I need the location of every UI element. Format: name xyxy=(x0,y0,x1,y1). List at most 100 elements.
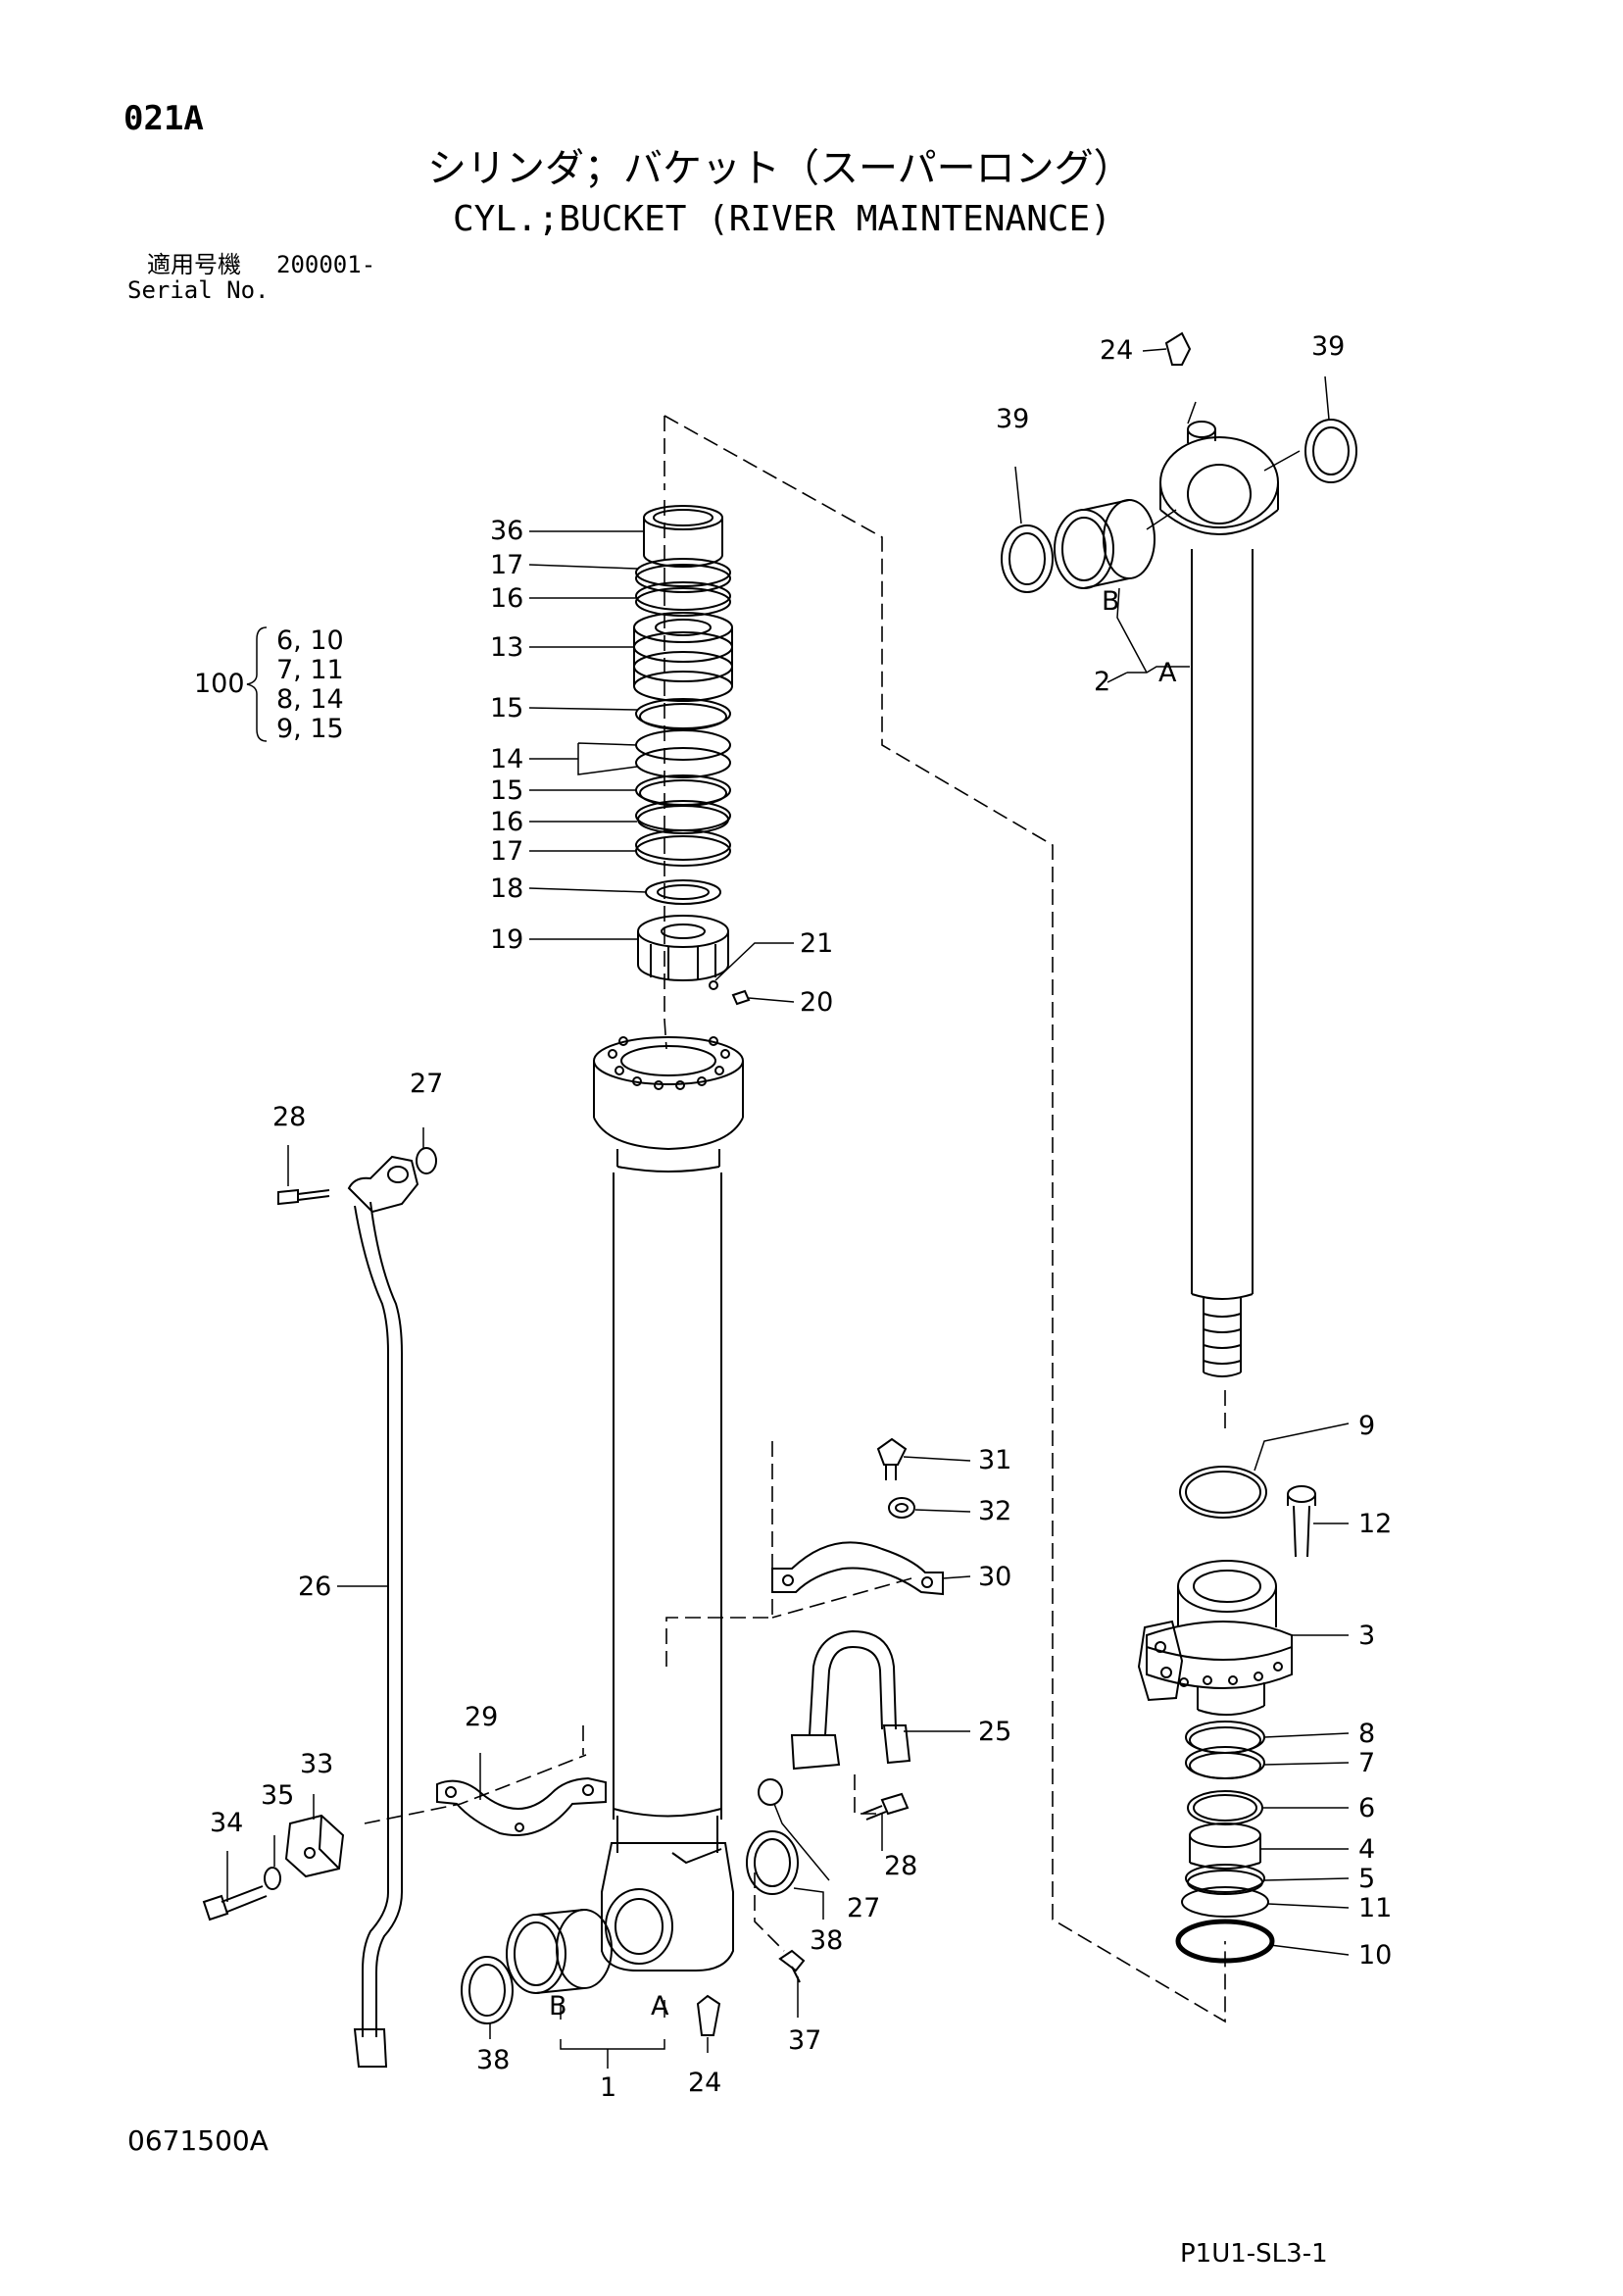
callout-31: 31 xyxy=(978,1445,1011,1475)
part-12-bolt xyxy=(1287,1485,1316,1558)
callout-21: 21 xyxy=(800,928,833,959)
callout-27: 27 xyxy=(410,1069,443,1099)
sub-label-B: B xyxy=(1102,586,1120,617)
callout-labels: 36 17 16 13 15 14 15 16 17 18 19 21 20 2… xyxy=(194,331,1392,2103)
part-13-piston-packing xyxy=(633,612,733,702)
callout-39: 39 xyxy=(996,404,1029,434)
callout-29: 29 xyxy=(465,1702,498,1732)
callout-33: 33 xyxy=(300,1749,333,1779)
part-33-bracket xyxy=(284,1814,345,1878)
callout-8: 8 xyxy=(1358,1719,1375,1749)
part-31-bolt xyxy=(876,1437,908,1480)
kit-item: 7, 11 xyxy=(276,655,344,685)
leader-lines xyxy=(226,348,1350,2069)
callout-6: 6 xyxy=(1358,1793,1375,1823)
assembly-dash-outline xyxy=(364,415,1226,2023)
part-16-ring xyxy=(635,581,731,617)
part-19-nut xyxy=(637,915,729,981)
callout-39: 39 xyxy=(1311,331,1345,362)
callout-28: 28 xyxy=(884,1851,917,1881)
callout-16: 16 xyxy=(490,583,523,614)
callout-4: 4 xyxy=(1358,1834,1375,1865)
part-6-ring xyxy=(1187,1790,1263,1825)
callout-7: 7 xyxy=(1358,1748,1375,1778)
callout-35: 35 xyxy=(261,1780,294,1811)
callout-17: 17 xyxy=(490,550,523,580)
part-20-set-screw xyxy=(731,989,751,1006)
serial-label-japanese: 適用号機 xyxy=(147,251,241,278)
callout-11: 11 xyxy=(1358,1893,1392,1923)
sheet-number: P1U1-SL3-1 xyxy=(1180,2239,1328,2269)
callout-24: 24 xyxy=(1100,335,1133,366)
callout-10: 10 xyxy=(1358,1940,1392,1971)
callout-25: 25 xyxy=(978,1717,1011,1747)
callout-18: 18 xyxy=(490,873,523,904)
callout-14: 14 xyxy=(490,744,523,774)
callout-36: 36 xyxy=(490,516,523,546)
title-japanese: シリンダ；バケット（スーパーロング） xyxy=(427,146,1133,191)
callout-5: 5 xyxy=(1358,1864,1375,1894)
part-1-cylinder-tube xyxy=(593,1036,744,1972)
part-26-pipe xyxy=(347,1155,419,2068)
part-39-seal-right xyxy=(1304,419,1357,483)
callout-19: 19 xyxy=(490,924,523,955)
part-18-washer xyxy=(645,879,721,905)
part-15-ring-upper xyxy=(635,698,731,730)
page-code: 021A xyxy=(123,99,204,138)
part-38-seal-right xyxy=(746,1830,799,1895)
callout-12: 12 xyxy=(1358,1509,1392,1539)
part-2-piston-rod xyxy=(1159,421,1279,1377)
part-36-bushing xyxy=(643,505,723,568)
part-17-ring-lower xyxy=(635,829,731,867)
callout-28: 28 xyxy=(272,1102,306,1132)
callout-3: 3 xyxy=(1358,1621,1375,1651)
callout-13: 13 xyxy=(490,632,523,663)
kit-item: 8, 14 xyxy=(276,684,344,715)
callout-30: 30 xyxy=(978,1562,1011,1592)
part-10-oring xyxy=(1175,1919,1275,1964)
serial-number-value: 200001- xyxy=(276,251,376,278)
part-27-oring-top xyxy=(416,1147,437,1174)
callout-24: 24 xyxy=(688,2068,721,2098)
part-32-washer xyxy=(888,1497,915,1519)
callout-34: 34 xyxy=(210,1808,243,1838)
part-39-seal-left xyxy=(1001,524,1054,593)
callout-27: 27 xyxy=(847,1893,880,1923)
part-25-hose xyxy=(790,1629,911,1771)
callout-9: 9 xyxy=(1358,1411,1375,1441)
part-7-ring xyxy=(1185,1746,1265,1779)
part-38-seal-left xyxy=(461,1956,514,2024)
sub-label-B: B xyxy=(549,1991,567,2021)
part-24-grease-fitting-bottom xyxy=(696,1994,721,2036)
part-37-plug xyxy=(778,1949,806,1983)
part-11-ring xyxy=(1181,1886,1269,1918)
bushing-B-right xyxy=(1054,499,1156,589)
callout-15: 15 xyxy=(490,775,523,806)
part-35-washer xyxy=(264,1867,281,1890)
part-28-bolt-mid xyxy=(861,1792,910,1821)
callout-38: 38 xyxy=(810,1925,843,1956)
callout-26: 26 xyxy=(298,1572,331,1602)
bushing-B-left xyxy=(506,1909,613,1994)
callout-20: 20 xyxy=(800,987,833,1018)
callout-17: 17 xyxy=(490,836,523,867)
kit-number: 100 xyxy=(194,669,245,699)
kit-item: 9, 15 xyxy=(276,714,344,744)
title-english: CYL.;BUCKET (RIVER MAINTENANCE) xyxy=(453,199,1111,239)
part-28-bolt-top xyxy=(277,1188,330,1206)
part-24-grease-fitting-top xyxy=(1164,331,1192,366)
callout-15: 15 xyxy=(490,693,523,724)
callout-32: 32 xyxy=(978,1496,1011,1526)
part-30-clamp xyxy=(771,1541,944,1596)
callout-38: 38 xyxy=(476,2045,510,2075)
sub-label-A: A xyxy=(651,1991,669,2021)
part-21-ball xyxy=(709,980,718,990)
part-34-bolt xyxy=(202,1885,268,1922)
kit-item: 6, 10 xyxy=(276,625,344,656)
part-16-seal-lower xyxy=(635,800,731,834)
part-8-ring xyxy=(1185,1721,1265,1754)
part-27-oring-mid xyxy=(758,1778,783,1806)
part-29-clamp xyxy=(436,1776,607,1836)
callout-16: 16 xyxy=(490,807,523,837)
